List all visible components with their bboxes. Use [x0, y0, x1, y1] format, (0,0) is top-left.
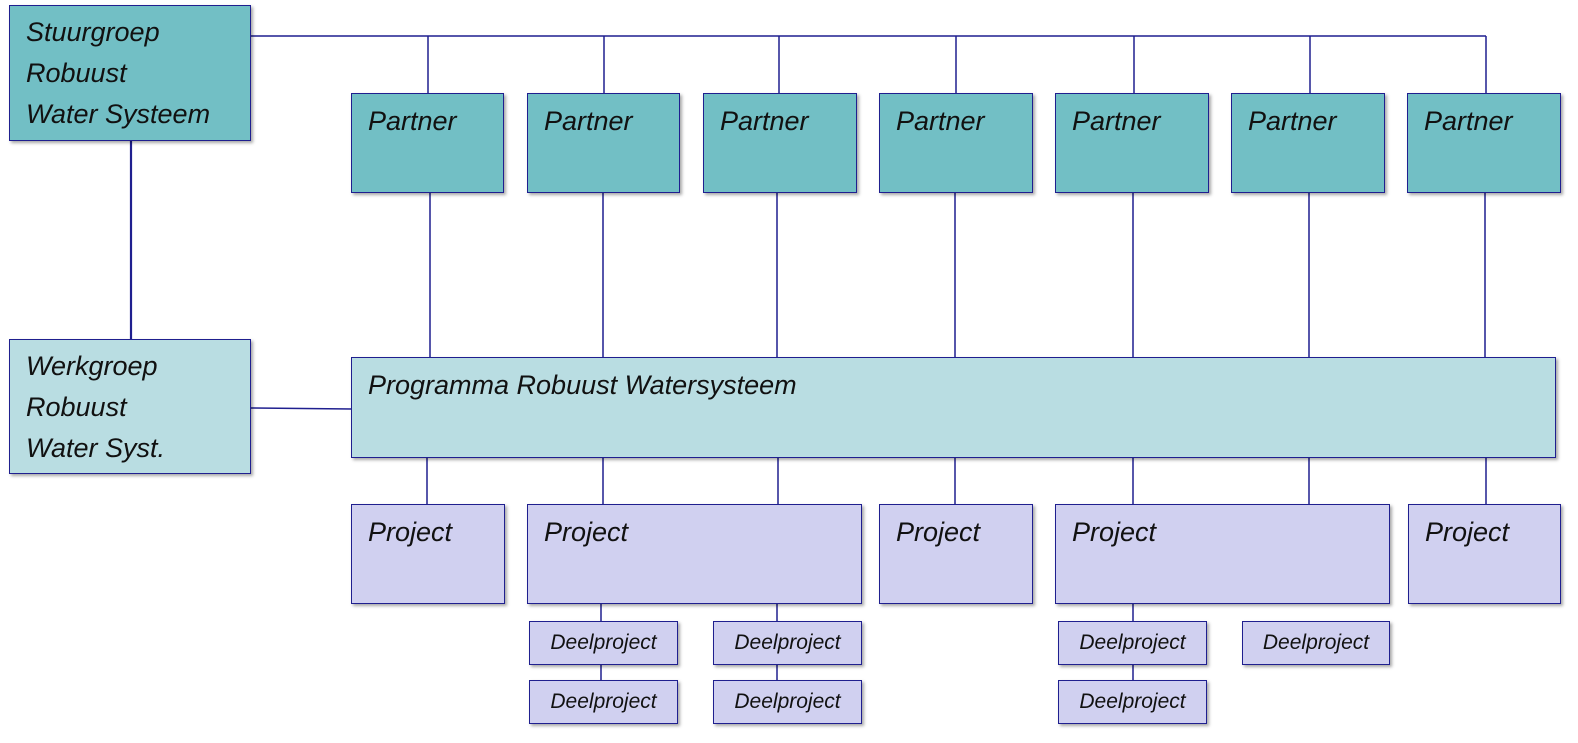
stuurgroep-label-line2: Robuust — [26, 58, 127, 88]
partner-box-5[interactable]: Partner — [1055, 93, 1209, 193]
project-box-5[interactable]: Project — [1408, 504, 1561, 604]
deelproject-label: Deelproject — [734, 689, 841, 713]
programma-label: Programma Robuust Watersysteem — [368, 370, 797, 400]
werkgroep-label-line1: Werkgroep — [26, 351, 158, 381]
programma-box[interactable]: Programma Robuust Watersysteem — [351, 357, 1556, 458]
partner-label: Partner — [1072, 106, 1161, 136]
deelproject-box-4[interactable]: Deelproject — [713, 680, 862, 724]
werkgroep-box[interactable]: Werkgroep Robuust Water Syst. — [9, 339, 251, 474]
deelproject-box-1[interactable]: Deelproject — [529, 621, 678, 665]
deelproject-label: Deelproject — [1079, 630, 1186, 654]
partner-box-6[interactable]: Partner — [1231, 93, 1385, 193]
partner-label: Partner — [544, 106, 633, 136]
project-label: Project — [544, 517, 629, 547]
project-box-2[interactable]: Project — [527, 504, 862, 604]
project-box-1[interactable]: Project — [351, 504, 505, 604]
stuurgroep-label-line3: Water Systeem — [26, 99, 211, 129]
partner-box-1[interactable]: Partner — [351, 93, 504, 193]
deelproject-box-3[interactable]: Deelproject — [713, 621, 862, 665]
deelproject-label: Deelproject — [550, 689, 657, 713]
deelproject-box-5[interactable]: Deelproject — [1058, 621, 1207, 665]
project-box-4[interactable]: Project — [1055, 504, 1390, 604]
project-label: Project — [368, 517, 453, 547]
project-box-3[interactable]: Project — [879, 504, 1033, 604]
deelproject-label: Deelproject — [1079, 689, 1186, 713]
partner-label: Partner — [368, 106, 457, 136]
project-label: Project — [1072, 517, 1157, 547]
partner-label: Partner — [720, 106, 809, 136]
deelproject-label: Deelproject — [1262, 630, 1370, 654]
partner-label: Partner — [896, 106, 985, 136]
partner-box-7[interactable]: Partner — [1407, 93, 1561, 193]
partner-label: Partner — [1424, 106, 1513, 136]
partner-box-4[interactable]: Partner — [879, 93, 1033, 193]
partner-label: Partner — [1248, 106, 1337, 136]
deelproject-box-7[interactable]: Deelproject — [1242, 621, 1390, 665]
stuurgroep-box[interactable]: Stuurgroep Robuust Water Systeem — [9, 5, 251, 141]
stuurgroep-label-line1: Stuurgroep — [26, 17, 160, 47]
partner-box-2[interactable]: Partner — [527, 93, 680, 193]
werkgroep-label-line2: Robuust — [26, 392, 127, 422]
deelproject-box-2[interactable]: Deelproject — [529, 680, 678, 724]
partner-box-3[interactable]: Partner — [703, 93, 857, 193]
deelproject-box-6[interactable]: Deelproject — [1058, 680, 1207, 724]
deelproject-label: Deelproject — [734, 630, 841, 654]
connector-werkgroep-programma — [249, 407, 353, 410]
deelproject-label: Deelproject — [550, 630, 657, 654]
project-label: Project — [1425, 517, 1510, 547]
project-label: Project — [896, 517, 981, 547]
werkgroep-label-line3: Water Syst. — [26, 433, 166, 463]
